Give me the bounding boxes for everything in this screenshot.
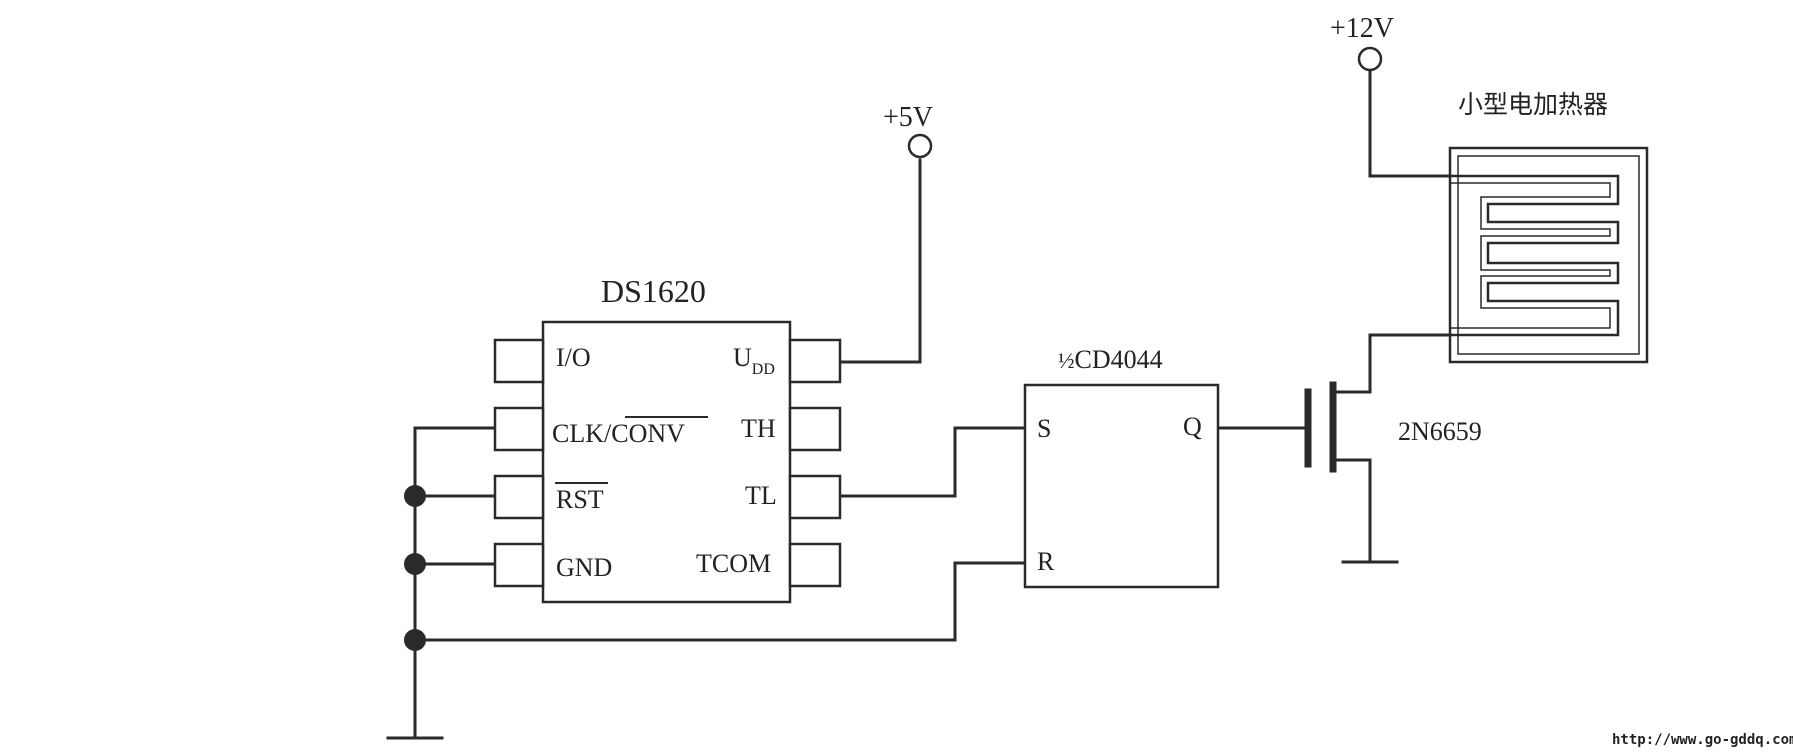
label-udd: UDD xyxy=(733,343,775,378)
label-r: R xyxy=(1037,547,1055,576)
wire-5v-udd xyxy=(838,158,922,364)
junction-rst xyxy=(404,485,426,507)
label-tl: TL xyxy=(745,481,777,510)
pin-th xyxy=(788,406,842,452)
label-tcom: TCOM xyxy=(696,549,771,578)
ds1620-title: DS1620 xyxy=(601,273,706,309)
terminal-12v xyxy=(1357,46,1383,72)
watermark-url: http://www.go-gddq.com xyxy=(1612,732,1793,748)
label-q: Q xyxy=(1183,412,1202,441)
heater-element-inner xyxy=(1449,182,1611,329)
label-th: TH xyxy=(741,414,776,443)
label-rst: RST xyxy=(556,485,604,514)
label-12v: +12V xyxy=(1330,13,1394,44)
mosfet-label: 2N6659 xyxy=(1398,417,1482,446)
ds1620-chip xyxy=(541,320,792,604)
label-5v: +5V xyxy=(883,102,933,133)
wire-tl-s xyxy=(838,426,1027,498)
pin-gnd xyxy=(493,542,545,588)
pin-io xyxy=(493,338,545,384)
pin-tcom xyxy=(788,542,842,588)
heater-inner xyxy=(1457,155,1640,355)
cd4044-block xyxy=(1023,383,1220,589)
label-io: I/O xyxy=(556,343,591,372)
wire-bottom-to-r xyxy=(413,561,1027,642)
wire-heater-drain xyxy=(1333,333,1452,394)
junction-bottom xyxy=(404,629,426,651)
heater-frame xyxy=(1448,146,1649,364)
pin-udd xyxy=(788,338,842,384)
junction-gnd xyxy=(404,553,426,575)
heater-label: 小型电加热器 xyxy=(1458,90,1608,119)
wire-source-ground xyxy=(1333,458,1372,564)
label-gnd: GND xyxy=(556,553,612,582)
cd4044-title: ½CD4044 xyxy=(1058,345,1163,374)
heater-element xyxy=(1448,174,1620,337)
terminal-5v xyxy=(907,133,933,159)
pin-clk xyxy=(493,406,545,452)
pin-rst xyxy=(493,474,545,520)
label-clk: CLK/CONV xyxy=(552,419,685,448)
label-s: S xyxy=(1037,414,1051,443)
pin-tl xyxy=(788,474,842,520)
wire-12v-heater xyxy=(1368,61,1452,178)
